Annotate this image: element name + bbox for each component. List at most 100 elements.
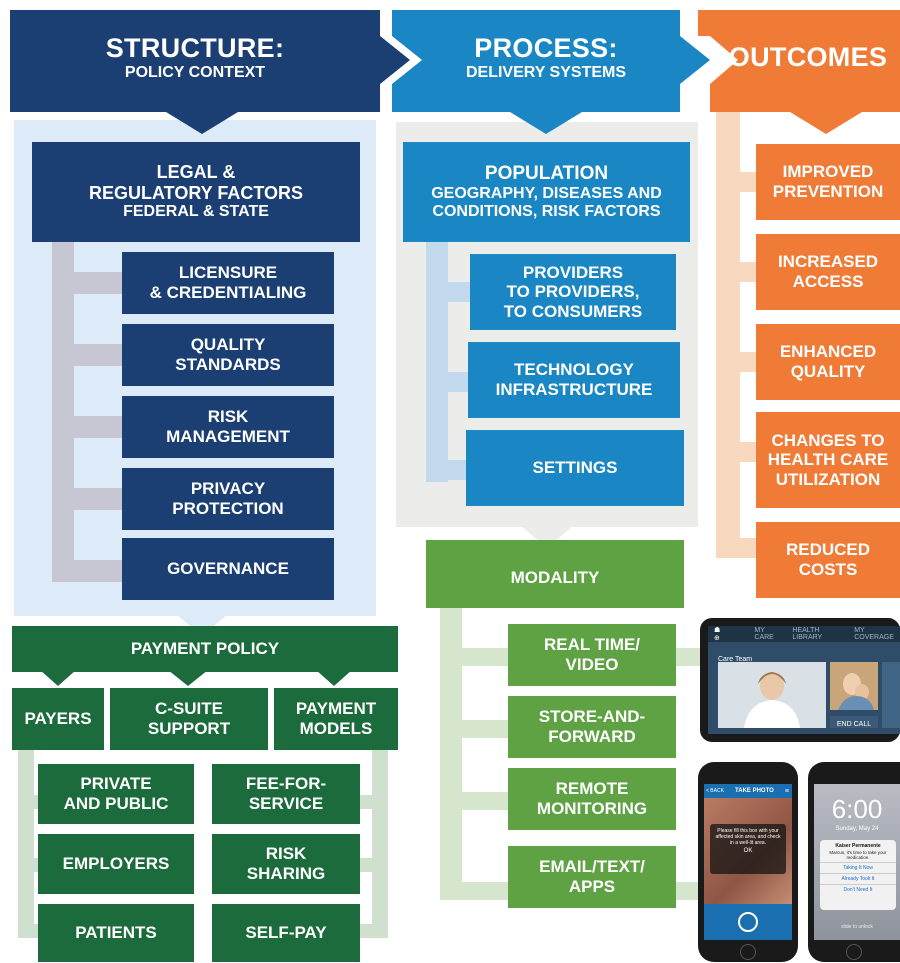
process-connector: [426, 242, 448, 482]
photo-ok-button[interactable]: OK: [743, 848, 753, 854]
payment-policy-box: PAYMENT POLICY: [12, 626, 398, 672]
private-line2: AND PUBLIC: [63, 794, 169, 813]
population-line3: CONDITIONS, RISK FACTORS: [432, 202, 661, 220]
process-header-shape: [392, 10, 710, 134]
tablet-nav-item: MY COVERAGE: [854, 627, 894, 641]
menu-icon[interactable]: ≡: [784, 787, 789, 795]
technology-line2: INFRASTRUCTURE: [495, 380, 653, 399]
employers-box: EMPLOYERS: [38, 834, 194, 894]
remote-line2: MONITORING: [536, 799, 648, 818]
legal-line3: FEDERAL & STATE: [123, 203, 269, 221]
real-time-video-box: REAL TIME/ VIDEO: [508, 624, 676, 686]
patients-label: PATIENTS: [75, 923, 157, 943]
licensure-line1: LICENSURE: [178, 263, 278, 283]
outcomes-header-shape: [698, 10, 900, 134]
private-line1: PRIVATE: [80, 774, 152, 794]
quality-standards-box: QUALITY STANDARDS: [122, 324, 334, 386]
payment-connector-right: [372, 748, 388, 938]
payment-connector-left: [18, 748, 34, 938]
enhanced-line2: QUALITY: [790, 362, 866, 381]
providers-line1: PROVIDERS: [522, 262, 624, 282]
connector-line: [52, 416, 124, 438]
increased-line1: INCREASED: [777, 252, 879, 272]
connector-line: [426, 372, 472, 392]
process-title: PROCESS:: [474, 33, 618, 64]
providers-line2: TO PROVIDERS,: [506, 282, 640, 302]
tablet-side-panel: [882, 662, 900, 728]
providers-box: PROVIDERS TO PROVIDERS, TO CONSUMERS: [470, 254, 676, 330]
structure-header: STRUCTURE: POLICY CONTEXT: [10, 18, 380, 98]
modality-title: MODALITY: [510, 568, 600, 588]
population-title: POPULATION: [484, 162, 609, 184]
phone2-home-button[interactable]: [846, 944, 862, 960]
structure-header-shape: [10, 10, 410, 134]
connector-line: [440, 792, 510, 810]
remote-monitoring-box: REMOTE MONITORING: [508, 768, 676, 830]
alert-option-took[interactable]: Already Took It: [820, 872, 896, 884]
shutter-button[interactable]: [738, 912, 758, 932]
phone1-home-button[interactable]: [740, 944, 756, 960]
models-line2: MODELS: [299, 719, 373, 738]
care-team-label: Care Team: [718, 656, 753, 663]
legal-line2: REGULATORY FACTORS: [88, 182, 304, 203]
improved-line2: PREVENTION: [772, 182, 884, 201]
header-arrows: [10, 10, 900, 134]
photo-dialog: Please fill this box with your affected …: [710, 824, 786, 874]
population-box: POPULATION GEOGRAPHY, DISEASES AND CONDI…: [403, 142, 690, 242]
population-line2: GEOGRAPHY, DISEASES AND: [431, 184, 662, 202]
reduced-line2: COSTS: [798, 560, 858, 579]
lock-date: Sunday, May 24: [835, 826, 879, 832]
enhanced-line1: ENHANCED: [779, 342, 877, 362]
slide-to-unlock[interactable]: slide to unlock: [841, 924, 873, 930]
changes-line3: UTILIZATION: [775, 469, 881, 489]
improved-line1: IMPROVED: [782, 162, 874, 182]
photo-instructions: Please fill this box with your affected …: [715, 828, 781, 846]
connector-line: [716, 352, 758, 372]
alert-option-dont-need[interactable]: Don't Need It: [820, 883, 896, 895]
phone1-screen: < BACK TAKE PHOTO ≡ Please fill this box…: [704, 784, 792, 940]
connector-line: [440, 648, 510, 666]
csuite-line2: SUPPORT: [147, 719, 231, 738]
connector-line: [676, 648, 706, 666]
risk-line2: MANAGEMENT: [166, 427, 290, 446]
end-call-button[interactable]: END CALL: [830, 716, 878, 728]
connector-line: [716, 538, 758, 558]
tablet-screen: ☗ ⊕ MY CARE HEALTH LIBRARY MY COVERAGE C…: [708, 626, 900, 734]
outcomes-header: OUTCOMES: [716, 18, 900, 98]
licensure-box: LICENSURE & CREDENTIALING: [122, 252, 334, 314]
connector-line: [52, 560, 124, 582]
governance-box: GOVERNANCE: [122, 538, 334, 600]
quality-line2: STANDARDS: [175, 355, 281, 374]
c-suite-support-box: C-SUITE SUPPORT: [110, 688, 268, 750]
process-subtitle: DELIVERY SYSTEMS: [465, 64, 627, 82]
employers-label: EMPLOYERS: [62, 854, 170, 874]
risksharing-line1: RISK: [265, 844, 307, 864]
remote-line1: REMOTE: [555, 779, 629, 799]
back-button[interactable]: < BACK: [706, 788, 724, 794]
connector-line: [52, 488, 124, 510]
licensure-line2: & CREDENTIALING: [149, 283, 307, 302]
risksharing-line2: SHARING: [246, 864, 326, 883]
health-care-utilization-box: CHANGES TO HEALTH CARE UTILIZATION: [756, 412, 900, 508]
alert-option-taking[interactable]: Taking It Now: [820, 861, 896, 873]
realtime-line1: REAL TIME/: [543, 635, 641, 655]
settings-line1: SETTINGS: [532, 458, 618, 478]
patient-avatar-icon: [830, 662, 878, 710]
payment-title: PAYMENT POLICY: [130, 639, 280, 659]
legal-line1: LEGAL &: [156, 162, 236, 183]
increased-line2: ACCESS: [792, 272, 864, 291]
changes-line1: CHANGES TO: [771, 430, 885, 450]
tablet-panel-title: Care Team: [718, 648, 838, 663]
email-line1: EMAIL/TEXT/: [539, 857, 645, 877]
store-and-forward-box: STORE-AND- FORWARD: [508, 696, 676, 758]
modality-connector: [440, 600, 462, 900]
take-photo-title: TAKE PHOTO: [735, 788, 774, 794]
fee-line1: FEE-FOR-: [245, 774, 327, 794]
tablet-nav-item: MY CARE: [754, 627, 774, 641]
private-public-box: PRIVATE AND PUBLIC: [38, 764, 194, 824]
process-header: PROCESS: DELIVERY SYSTEMS: [400, 18, 692, 98]
medication-alert: Kaiser Permanente Marcus, it's time to t…: [820, 840, 896, 910]
end-call-label: END CALL: [836, 721, 872, 728]
enhanced-quality-box: ENHANCED QUALITY: [756, 324, 900, 400]
phone-medication-reminder: 6:00 Sunday, May 24 Kaiser Permanente Ma…: [808, 762, 900, 962]
